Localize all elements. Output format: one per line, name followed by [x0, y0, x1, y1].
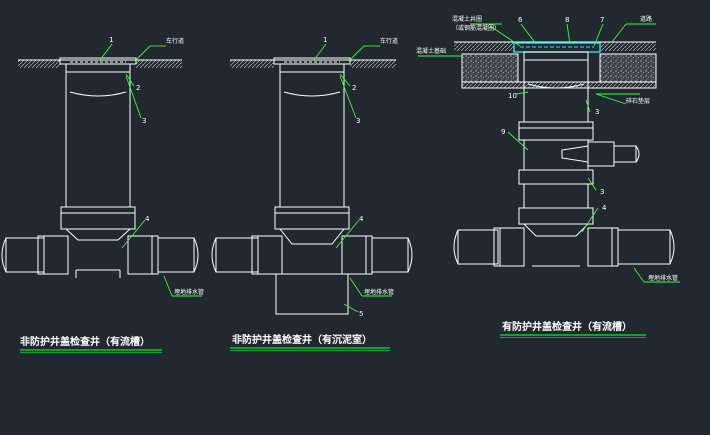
callout-b-2: 2 [352, 84, 356, 92]
concrete-foundation-right [599, 53, 657, 83]
manhole-cover-b [273, 57, 351, 65]
ground-hatch-left [18, 60, 60, 68]
callout-b-4: 4 [359, 215, 364, 223]
drain-pipe-right [157, 237, 195, 273]
riser-shaft-c [523, 59, 589, 123]
note-c-line1: 混凝土井圈 [452, 15, 482, 23]
sediment-chamber [275, 273, 349, 315]
callout-a-2: 2 [136, 84, 140, 92]
caption-c: 有防护井盖检查井（有流槽） [502, 320, 632, 333]
label-a-road: 车行道 [166, 37, 184, 45]
callout-a-3: 3 [142, 117, 146, 125]
label-b-pipe: 埋地排水管 [364, 288, 394, 296]
riser-shaft-b [279, 71, 345, 208]
callout-c-4: 4 [602, 204, 607, 212]
label-b-road: 车行道 [380, 37, 398, 45]
callout-c-8: 8 [565, 16, 569, 24]
label-c-gravel: 碎石垫层 [626, 97, 650, 105]
concrete-foundation-left [461, 53, 519, 83]
callout-c-9: 9 [501, 128, 505, 136]
manhole-cover [59, 57, 137, 65]
callout-c-6: 6 [518, 16, 523, 24]
diagram-c [418, 23, 680, 283]
callout-c-3b: 3 [600, 188, 604, 196]
side-inlet [587, 141, 615, 167]
callout-b-5: 5 [359, 310, 363, 318]
callout-b-3: 3 [356, 117, 360, 125]
callout-b-1: 1 [323, 36, 327, 44]
label-c-pipe: 埋地排水管 [648, 274, 678, 282]
callout-c-3a: 3 [595, 108, 599, 116]
label-c-road: 道路 [640, 15, 652, 23]
callout-a-1: 1 [109, 36, 113, 44]
diagram-a [1, 43, 202, 297]
caption-b: 非防护井盖检查井（有沉泥室） [232, 333, 372, 346]
label-a-pipe: 埋地排水管 [174, 288, 204, 296]
callout-c-10: 10 [508, 92, 517, 100]
caption-a: 非防护井盖检查井（有流槽） [20, 335, 150, 348]
riser-shaft [65, 71, 131, 208]
ground-hatch-right [136, 60, 182, 68]
socket-collar [60, 206, 136, 230]
callout-c-7: 7 [600, 16, 604, 24]
callout-a-4: 4 [145, 215, 150, 223]
label-c-concrete: 混凝土基础 [416, 47, 446, 55]
diagram-b [211, 43, 413, 315]
note-c-line2: （或钢筋混凝圈） [452, 24, 500, 32]
